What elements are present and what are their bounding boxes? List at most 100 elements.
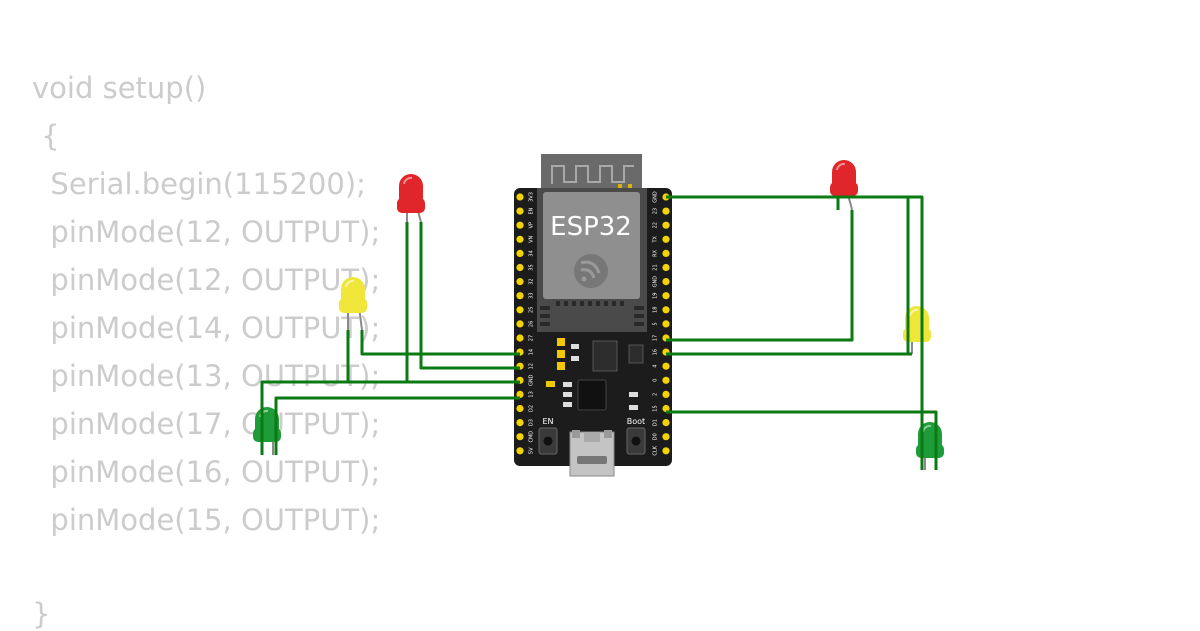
right-pin[interactable] [662,390,670,398]
left-pin-label: D3 [529,419,535,426]
right-pin-label: 2 [653,393,659,396]
right-pin[interactable] [662,235,670,243]
wire[interactable] [666,195,924,354]
left-pin[interactable] [516,334,524,342]
left-pin[interactable] [516,419,524,427]
right-pin[interactable] [662,221,670,229]
wire[interactable] [346,330,520,384]
right-pin[interactable] [662,306,670,314]
left-pin-label: 34 [529,250,535,256]
right-pin-label: 21 [653,264,659,270]
right-pin[interactable] [662,278,670,286]
right-pin[interactable] [662,249,670,257]
right-pin-label: TX [653,235,659,243]
left-pin[interactable] [516,292,524,300]
right-pin-label: CLK [653,445,659,455]
left-pin-header [516,193,524,455]
left-pin[interactable] [516,235,524,243]
left-pin[interactable] [516,278,524,286]
left-pin-label: 26 [529,321,535,327]
right-pin-label: 15 [653,405,659,411]
right-pin-label: 4 [653,365,659,368]
usb-port[interactable] [569,430,615,477]
led-red-1[interactable] [397,174,425,223]
left-pin-label: 14 [529,349,535,355]
pin-labels: 3V3ENVPVN343532332526271412GND13D2D3CMD5… [529,191,659,455]
right-pin[interactable] [662,376,670,384]
right-pin[interactable] [662,263,670,272]
module-pads [540,301,644,326]
right-pin-label: GND [653,276,659,288]
boot-button[interactable] [626,427,646,455]
left-pin[interactable] [516,390,524,398]
led-yellow-1[interactable] [339,277,367,331]
left-pin[interactable] [516,447,524,455]
right-pin[interactable] [662,207,670,215]
right-pin-label: GND [653,191,659,203]
wire[interactable] [419,222,520,370]
left-pin[interactable] [516,263,524,272]
board-label: ESP32 [550,212,632,242]
left-pin-label: VP [529,222,535,228]
left-pin[interactable] [516,193,524,201]
wire[interactable] [260,380,520,455]
esp32-board[interactable]: ESP32 [514,154,672,477]
left-pin-label: D2 [529,405,535,412]
right-pin-label: 17 [653,335,659,341]
left-pin-label: 12 [529,363,535,369]
right-pin-header [662,193,670,455]
right-pin[interactable] [662,447,670,455]
espressif-logo-icon [574,254,608,288]
left-pin-label: 13 [529,391,535,397]
right-pin[interactable] [662,362,670,370]
left-pin[interactable] [516,306,524,314]
wire[interactable] [666,410,938,470]
antenna-trace [551,165,634,184]
left-pin-label: 3V3 [529,192,535,202]
right-pin-label: 0 [653,379,659,382]
led-shine [345,279,355,288]
left-pin-label: 25 [529,307,535,313]
left-pin[interactable] [516,433,524,441]
en-button[interactable] [538,427,558,455]
left-pin-label: 33 [529,293,535,299]
left-pin[interactable] [516,404,524,413]
right-pin-label: D0 [653,433,659,440]
right-pin-label: 18 [653,307,659,313]
led-shine [403,176,413,185]
right-pin[interactable] [662,320,670,328]
left-pin-label: GND [529,374,535,386]
left-pin-label: EN [529,207,535,214]
right-pin-label: 22 [653,222,659,228]
left-pin-label: 35 [529,264,535,270]
right-pin-label: 5 [653,322,659,325]
led-shine [909,308,919,317]
wires [260,195,938,470]
board-components [546,338,644,411]
right-pin[interactable] [662,433,670,441]
led-red-2[interactable] [830,160,858,211]
right-pin-label: 23 [653,208,659,214]
wire[interactable] [360,330,520,356]
right-pin-label: 19 [653,293,659,299]
left-pin[interactable] [516,221,524,229]
led-rim [903,328,931,342]
left-pin-label: VN [529,235,535,242]
right-pin[interactable] [662,419,670,427]
right-pin-label: D1 [653,419,659,426]
left-pin[interactable] [516,249,524,257]
wire[interactable] [274,396,520,455]
led-rim [830,182,858,196]
antenna-area [541,154,642,192]
left-pin[interactable] [516,320,524,328]
led-green-2[interactable] [916,422,944,470]
led-rim [397,198,425,213]
left-pin[interactable] [516,207,524,215]
right-pin[interactable] [662,404,670,413]
boot-label: Boot [627,417,645,426]
right-pin[interactable] [662,292,670,300]
led-rim [916,444,944,458]
module-shield [543,192,640,299]
wire[interactable] [666,210,854,342]
